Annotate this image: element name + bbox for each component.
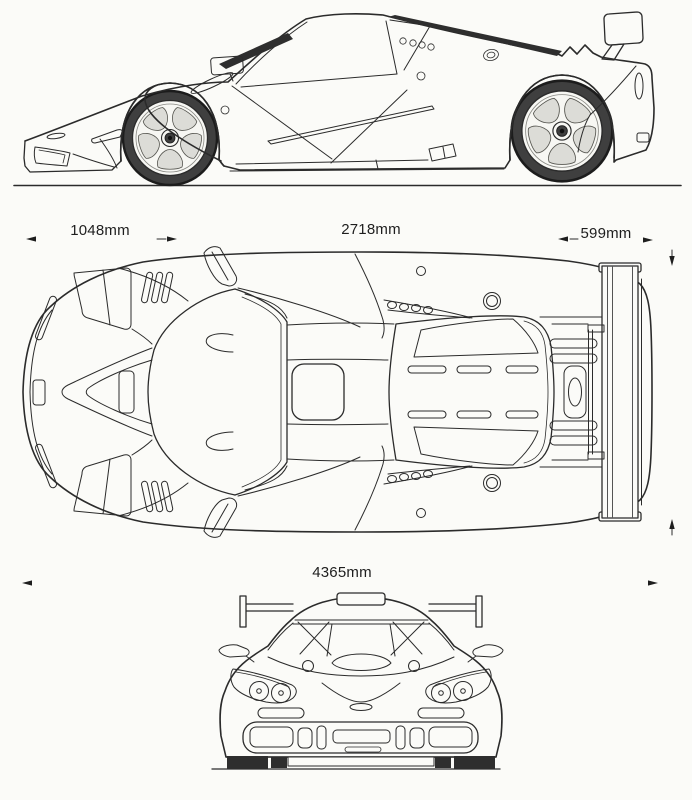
side-splitter (23, 140, 122, 173)
side-window-top (237, 287, 361, 328)
engine-hatch (388, 315, 555, 469)
rear-wheel (510, 79, 614, 183)
front-body-outline (219, 596, 503, 758)
dim-overall-length: 4365mm (312, 564, 372, 581)
top-view (22, 246, 675, 538)
side-detail-circles (220, 37, 499, 115)
wiper-pivot (205, 333, 234, 353)
side-mirror (210, 55, 244, 82)
fender-cut (117, 267, 189, 345)
front-wheel-arch (119, 82, 225, 167)
wiper-blob (331, 653, 392, 671)
tire-front-view (227, 756, 268, 769)
wing-slot-a (549, 338, 598, 349)
grille-large (249, 726, 294, 748)
four-circles (387, 301, 433, 314)
headlamp-inner (271, 683, 291, 703)
tail-details-side (577, 65, 650, 153)
overall-length-dimension: 4365mm (22, 564, 658, 586)
headlight-top (73, 267, 132, 330)
top-half-details (35, 246, 605, 538)
dim-front-overhang: 1048mm (70, 222, 130, 239)
front-details-right (360, 621, 504, 769)
edge-vent (35, 295, 57, 341)
dim-wheelbase: 2718mm (341, 221, 401, 238)
tail-panel-lines (588, 278, 642, 506)
nose-center-plate (32, 379, 46, 406)
cowl-circle (302, 660, 314, 672)
side-strake (267, 105, 435, 145)
front-wheel (121, 89, 219, 187)
top-details-upper (35, 246, 605, 364)
grille-small (297, 727, 313, 749)
cowl-line (267, 656, 362, 677)
top-body-outline (22, 251, 653, 533)
cage-brace-2 (299, 621, 330, 655)
engine-snorkel (563, 365, 587, 419)
door-seam-top (354, 253, 385, 339)
top-nose-inner-line (29, 309, 53, 475)
top-details-lower (35, 420, 605, 538)
rear-wing-top (598, 262, 642, 522)
fuel-cap-top (483, 292, 501, 310)
fender-fin (383, 299, 473, 319)
cage-panel-edge (326, 623, 333, 657)
wing-mount (587, 324, 605, 333)
grille-narrow (316, 725, 327, 750)
small-ring (416, 266, 426, 276)
headlight-side (46, 129, 123, 144)
side-view (13, 11, 682, 187)
tire-inner-block (271, 757, 287, 768)
front-half-details (218, 621, 504, 769)
rear-window-top (291, 363, 345, 421)
front-details-left (218, 621, 362, 769)
rear-wing-side (601, 11, 644, 61)
engine-vent-slots (407, 365, 539, 419)
lower-strip (344, 746, 382, 753)
front-view (211, 592, 504, 770)
rear-quarter-duct (428, 143, 457, 162)
dim-rear-overhang: 599mm (580, 225, 631, 242)
roof-to-hatch-lines (286, 322, 395, 361)
bumper-band (242, 721, 479, 754)
nose-badge (349, 703, 373, 711)
front-intake (33, 146, 71, 167)
hood-vee (321, 682, 362, 703)
side-canopy-lines (235, 19, 431, 88)
wing-slot-b (549, 353, 598, 364)
a-pillar-inner (267, 622, 294, 651)
indicator-slot (257, 707, 305, 719)
windshield-cage (292, 619, 431, 625)
canopy (147, 288, 288, 496)
tail-shoulder-lines (539, 316, 603, 325)
rear-glass-edge-band (388, 15, 562, 56)
width-arrows (669, 249, 675, 536)
roof-scoop (336, 592, 386, 606)
mirror-top (203, 246, 238, 287)
center-grille (332, 729, 391, 744)
cowl-trim-band (219, 33, 293, 69)
front-wing (239, 595, 483, 628)
splitter-lip (287, 756, 435, 767)
mirror-front (218, 644, 255, 663)
headlamp-outer (249, 681, 269, 701)
dimension-arrows (26, 236, 653, 243)
rear-wheel-arch (508, 74, 616, 161)
dimension-row: 1048mm 2718mm 599mm (26, 221, 653, 243)
nose-panel (61, 347, 153, 437)
